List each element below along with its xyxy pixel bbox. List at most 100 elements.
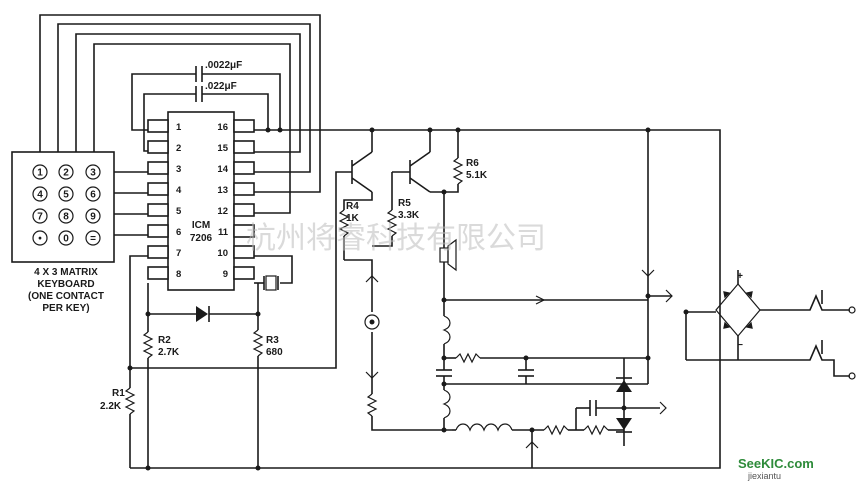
ic-pin-number: 4 [176,185,182,196]
key-label: = [90,234,96,245]
keypad-caption-4: PER KEY) [42,303,89,314]
transistor-q1 [343,130,373,210]
ic-pin-number: 14 [217,164,228,175]
resistor-r4: R4 1K [338,201,373,278]
ic-pin-right [233,161,255,175]
keypad-caption-2: KEYBOARD [37,279,94,290]
key-circle [58,186,74,202]
key-circle [32,164,48,180]
keypad-wires [39,14,321,236]
resistor-r3: R3 680 [252,329,283,468]
ic-pin-number: 3 [176,164,181,175]
ic-pin-right [233,140,255,154]
r2-value: 2.7K [158,347,180,358]
bridge-minus: − [737,340,743,351]
ic-pin-left [147,161,169,175]
crystal [254,255,293,291]
key-label: 4 [37,190,43,201]
ground-bus [130,129,721,469]
timing-capacitors: .0022μF .022μF [131,60,281,152]
ic-part: 7206 [190,233,213,244]
ic-name: ICM [192,220,210,231]
ic-pin-number: 16 [217,122,228,133]
r6-name: R6 [466,158,479,169]
key-circle [85,164,101,180]
ic-body [167,111,235,291]
r4-name: R4 [346,201,359,212]
tone-output-wire [129,171,352,369]
key-label: 5 [63,190,69,201]
key-label: 2 [63,168,69,179]
key-circle [85,230,101,246]
keypad-caption-3: (ONE CONTACT [28,291,104,302]
ic-pin-right [233,203,255,217]
ic-pin-number: 15 [217,143,228,154]
ic-pin-right [233,224,255,238]
r1-value: 2.2K [100,401,122,412]
ic-pin-left [147,224,169,238]
ic-pin-left [147,119,169,133]
key-circle [32,208,48,224]
r2-name: R2 [158,335,171,346]
ic-pin-number: 7 [176,248,181,259]
ic-pin-left [147,140,169,154]
key-circle [58,230,74,246]
ic-pin-number: 13 [217,185,228,196]
watermark-text: 杭州将睿科技有限公司 [246,221,546,256]
ic-pin-number: 10 [217,248,228,259]
logo-sub: jiexiantu [747,471,781,481]
key-label: 6 [90,190,96,201]
key-label: 8 [63,212,69,223]
key-label: 0 [63,234,69,245]
key-circle [32,230,48,246]
ic-pin-number: 5 [176,206,182,217]
steering-diode [145,306,261,322]
hookswitch-line [641,130,673,384]
key-label: 9 [90,212,96,223]
ic-pin-number: 9 [223,269,228,280]
key-circle [58,164,74,180]
ic-pin-right [233,119,255,133]
key-circle [58,208,74,224]
keypad-caption-1: 4 X 3 MATRIX [34,267,98,278]
r3-value: 680 [266,347,283,358]
ic-pin-right [233,182,255,196]
resistor-r2: R2 2.7K [142,331,180,468]
ic-pin-left [147,203,169,217]
r5-name: R5 [398,198,411,209]
r6-value: 5.1K [466,170,488,181]
key-label: • [38,234,42,245]
cap-c2-value: .022μF [205,81,237,92]
hybrid-network [436,295,648,468]
key-circle [32,186,48,202]
line-terminals [790,290,856,380]
site-logo: SeeKIC.com jiexiantu [738,456,814,481]
ic-pin-left [147,182,169,196]
receiver [439,200,457,300]
cap-c1-value: .0022μF [205,60,242,71]
key-label: 1 [37,168,43,179]
key-circle [85,208,101,224]
ic-pin-right [233,266,255,280]
ic-pin-right [233,245,255,259]
zener-pair [612,357,667,446]
ic-pin-number: 6 [176,227,181,238]
r1-name: R1 [112,388,125,399]
r5-value: 3.3K [398,210,420,221]
ic-pin-number: 2 [176,143,181,154]
resistor-r5: R5 3.3K [372,198,420,247]
r4-value: 1K [346,213,360,224]
ic-pin-left [147,266,169,280]
bridge-plus: + [737,271,743,282]
ic-pin-number: 12 [217,206,228,217]
coupling-chain [364,275,452,431]
diode-bridge: + − [683,270,790,361]
ic-pin-number: 11 [218,227,229,238]
ic-pin-number: 1 [176,122,182,133]
key-label: 3 [90,168,96,179]
ic-pin-number: 8 [176,269,181,280]
keypad-outline [11,151,115,263]
